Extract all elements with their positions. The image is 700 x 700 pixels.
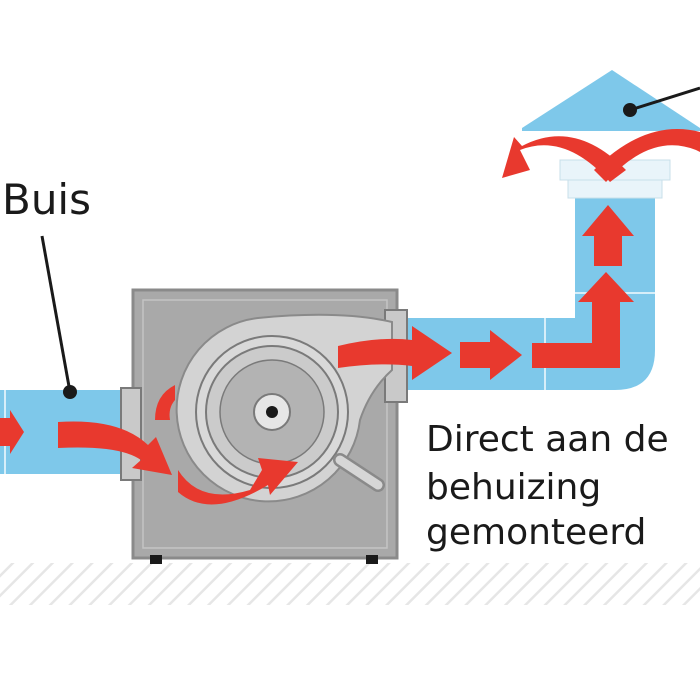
fan-swirl-arrow-lower xyxy=(178,458,298,505)
duct-arrow-1 xyxy=(460,330,522,380)
mount-label-line1: Direct aan de xyxy=(426,419,669,460)
fan-swirl-arrow-upper xyxy=(155,385,175,420)
pipe-label: Buis xyxy=(2,175,91,224)
floor-hatching xyxy=(0,563,700,605)
inlet-curve-arrow xyxy=(58,421,172,475)
cap-leader-line xyxy=(623,86,700,117)
roof-cap xyxy=(522,70,700,131)
outlet-curve-arrow xyxy=(338,326,452,380)
cap-left-arrow xyxy=(502,136,626,182)
cap-right-arrow xyxy=(594,129,700,182)
mount-label-group: Direct aan de behuizing gemonteerd xyxy=(426,419,669,553)
elbow-arrow xyxy=(532,272,634,368)
mount-label-line3: gemonteerd xyxy=(426,512,646,553)
riser-arrow xyxy=(582,205,634,266)
pipe-label-group: Buis xyxy=(2,175,91,399)
inlet-arrow xyxy=(0,410,24,454)
mount-label-line2: behuizing xyxy=(426,467,601,508)
airflow-arrows xyxy=(0,129,700,505)
